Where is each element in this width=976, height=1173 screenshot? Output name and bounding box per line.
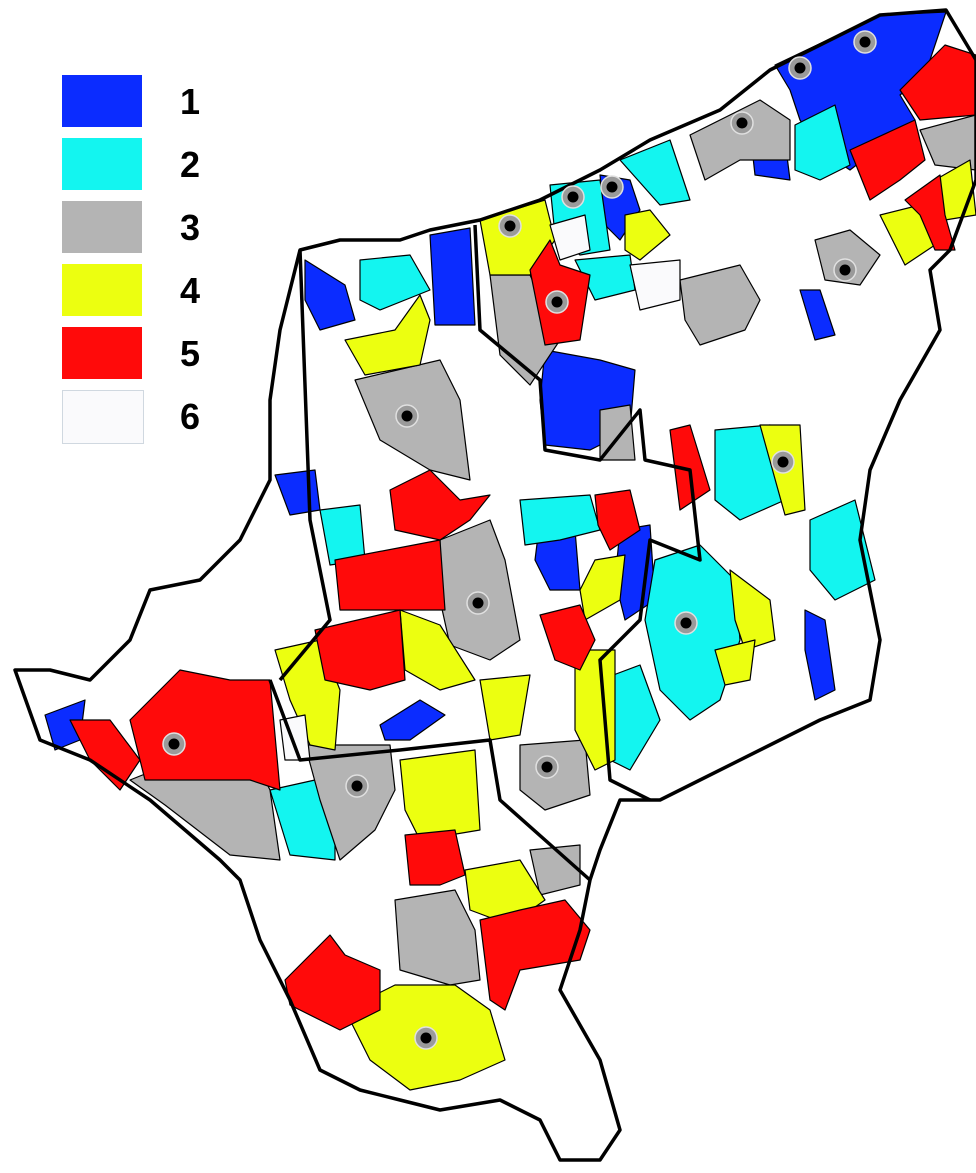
legend-label-6: 6 [180, 396, 201, 437]
region-class-3 [304, 744, 396, 861]
region-class-1 [429, 227, 476, 326]
dot-in-circle-icon [414, 1026, 438, 1050]
dot-in-circle-icon [771, 450, 795, 474]
legend-label-1: 1 [180, 81, 201, 122]
region-class-5 [539, 604, 596, 671]
region-class-1 [799, 289, 836, 341]
region-class-2 [359, 254, 431, 311]
region-class-5 [904, 174, 956, 251]
legend-swatch-3 [62, 201, 142, 253]
region-class-5 [594, 489, 641, 551]
dot-in-circle-icon [730, 111, 754, 135]
region-class-5 [849, 119, 926, 201]
region-class-4 [729, 569, 776, 651]
region-class-1 [804, 609, 836, 701]
region-class-5 [284, 934, 381, 1031]
region-class-2 [519, 494, 601, 546]
legend-item-4: 4 [62, 264, 242, 316]
legend-label-3: 3 [180, 207, 201, 248]
dot-in-circle-icon [498, 214, 522, 238]
dot-in-circle-icon [162, 732, 186, 756]
legend-swatch-1 [62, 75, 142, 127]
dot-in-circle-icon [561, 185, 585, 209]
region-class-5 [314, 609, 406, 691]
region-class-3 [394, 889, 481, 986]
dot-in-circle-icon [345, 774, 369, 798]
territory-outline [13, 8, 976, 1162]
region-class-6 [629, 259, 681, 311]
legend-swatch-6 [62, 390, 144, 444]
region-class-5 [129, 669, 281, 791]
district-boundary [473, 224, 702, 802]
district-boundary [268, 679, 592, 882]
region-class-5 [479, 899, 591, 1011]
region-class-4 [714, 639, 756, 686]
region-class-4 [479, 674, 531, 741]
region-class-2 [794, 104, 851, 181]
legend-swatch-4 [62, 264, 142, 316]
region-class-5 [69, 719, 141, 791]
region-class-3 [679, 264, 761, 346]
region-class-3 [919, 114, 976, 171]
region-class-6 [549, 214, 591, 261]
dot-in-circle-icon [545, 290, 569, 314]
region-class-3 [689, 99, 791, 181]
legend-item-6: 6 [62, 390, 242, 444]
legend-item-5: 5 [62, 327, 242, 379]
district-boundary [278, 249, 332, 682]
region-class-5 [334, 539, 446, 611]
region-class-5 [404, 829, 466, 886]
dot-in-circle-icon [853, 30, 877, 54]
region-class-2 [619, 139, 691, 206]
legend-label-5: 5 [180, 333, 201, 374]
legend-item-3: 3 [62, 201, 242, 253]
legend-item-1: 1 [62, 75, 242, 127]
legend-swatch-5 [62, 327, 142, 379]
dot-in-circle-icon [535, 755, 559, 779]
dot-in-circle-icon [833, 258, 857, 282]
region-class-5 [389, 469, 491, 541]
region-class-4 [624, 209, 671, 261]
legend-label-4: 4 [180, 270, 201, 311]
region-class-5 [899, 44, 976, 121]
dot-in-circle-icon [395, 404, 419, 428]
legend-swatch-2 [62, 138, 142, 190]
region-class-4 [579, 554, 626, 621]
dot-in-circle-icon [600, 175, 624, 199]
legend-item-2: 2 [62, 138, 242, 190]
region-class-4 [344, 294, 431, 376]
dot-in-circle-icon [674, 611, 698, 635]
region-class-1 [379, 699, 446, 741]
region-class-3 [599, 404, 636, 461]
dot-in-circle-icon [788, 56, 812, 80]
region-class-2 [809, 499, 876, 601]
legend-label-2: 2 [180, 144, 201, 185]
dot-in-circle-icon [466, 591, 490, 615]
region-class-3 [814, 229, 881, 286]
region-class-1 [304, 259, 356, 331]
region-class-3 [529, 844, 581, 896]
